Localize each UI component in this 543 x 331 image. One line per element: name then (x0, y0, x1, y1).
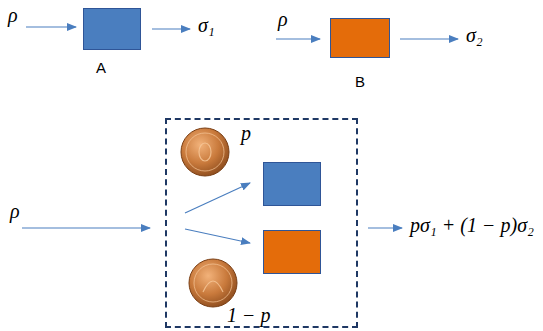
channel-box (263, 230, 321, 274)
box-label: A (96, 59, 106, 76)
channel-box: B (330, 18, 390, 58)
state-label: pσ₁ + (1 − p)σ₂ (410, 214, 534, 237)
state-label: σ₁ (198, 14, 215, 37)
output-arrow (368, 227, 402, 228)
branch-arrow (185, 183, 250, 213)
probability-label: 1 − p (227, 304, 271, 327)
mixture-box: p 1 − p (165, 118, 358, 328)
coin (181, 128, 229, 176)
input-arrow (22, 227, 150, 228)
state-label: ρ (8, 4, 18, 27)
output-arrow (152, 28, 190, 29)
probability-label: p (241, 122, 251, 145)
channel-box: A (83, 8, 141, 50)
coin (189, 259, 237, 307)
box-label: B (355, 73, 365, 90)
state-label: ρ (278, 8, 288, 31)
state-label: σ₂ (466, 24, 483, 47)
channel-box (263, 162, 321, 206)
input-arrow (276, 38, 320, 39)
output-arrow (400, 38, 458, 39)
input-arrow (26, 26, 76, 27)
state-label: ρ (10, 200, 20, 223)
branch-arrow (185, 229, 250, 243)
